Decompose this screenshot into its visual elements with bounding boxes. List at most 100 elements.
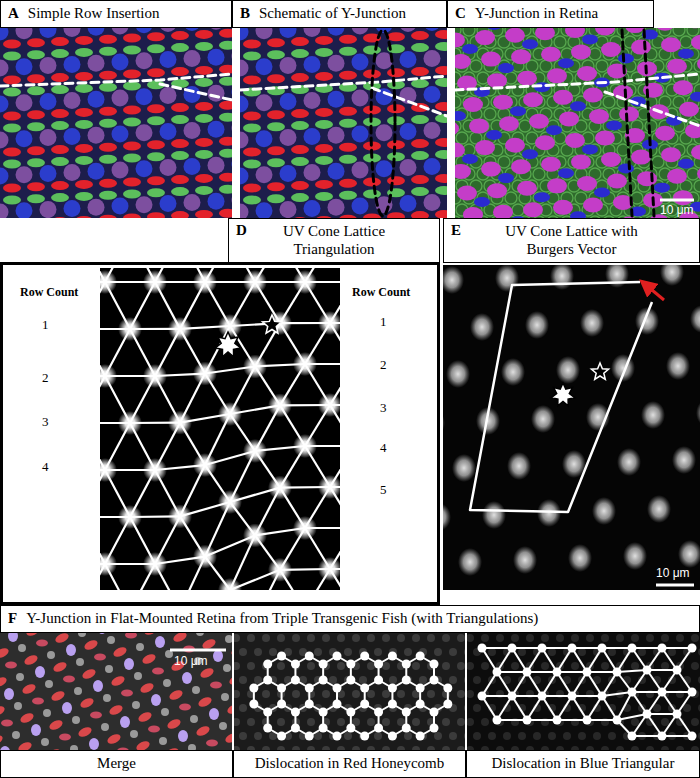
uv-blue-cone xyxy=(208,193,225,210)
green-cone xyxy=(411,43,429,52)
uv-cone xyxy=(517,181,537,196)
triangulation-edge xyxy=(305,527,340,529)
triangulation-edge xyxy=(280,323,305,364)
triangulation-vertex xyxy=(613,716,622,725)
triangulation-edge xyxy=(330,282,340,323)
uv-blue-cone xyxy=(280,93,297,110)
red-cone xyxy=(51,73,69,82)
triangulation-edge xyxy=(100,423,105,470)
uv-blue-cone xyxy=(208,85,225,102)
uv-cone-spot xyxy=(623,542,647,570)
triangulation-edge xyxy=(155,557,205,564)
honeycomb-vertex xyxy=(429,724,438,733)
cone-spot xyxy=(247,634,255,642)
triangulation-edge xyxy=(255,528,305,535)
cone-spot xyxy=(367,718,375,726)
blue-cone xyxy=(462,154,478,164)
uv-blue-cone xyxy=(376,124,393,141)
triangulation-edge xyxy=(305,446,330,487)
red-cone xyxy=(25,633,41,638)
triangulation-edge xyxy=(255,570,280,590)
triangulation-edge xyxy=(130,517,155,564)
red-cone xyxy=(147,104,165,113)
green-cone xyxy=(339,119,357,128)
blue-cone xyxy=(654,183,670,193)
triangulation-vertex xyxy=(523,716,532,725)
red-cone xyxy=(108,703,124,716)
cone-spot xyxy=(608,732,616,740)
honeycomb-vertex xyxy=(346,676,355,685)
uv-blue-cone xyxy=(160,159,177,176)
triangulation-edge xyxy=(330,405,340,446)
triangulation-edge xyxy=(105,329,130,376)
cone-spot xyxy=(277,662,285,670)
honeycomb-vertex xyxy=(443,684,452,693)
grey-cone xyxy=(18,644,26,652)
cone-spot xyxy=(608,648,616,656)
red-cone xyxy=(219,173,232,182)
uv-cone-spot xyxy=(647,495,671,523)
triangulation-vertex xyxy=(553,716,562,725)
red-cone xyxy=(121,690,133,697)
triangulation-edge xyxy=(180,516,205,556)
red-cone xyxy=(137,710,153,723)
uv-blue-cone xyxy=(280,57,297,74)
grey-cone xyxy=(225,635,232,643)
cone-spot xyxy=(442,634,450,642)
panel-header: FY-Junction in Flat-Mounted Retina from … xyxy=(0,605,700,633)
cone-spot xyxy=(427,690,435,698)
uv-cone-spot xyxy=(446,360,470,388)
panel-ground xyxy=(0,633,232,750)
triangulation-edge xyxy=(180,268,205,282)
blue-cone xyxy=(582,34,598,44)
red-cone xyxy=(83,638,99,651)
cone-spot xyxy=(488,732,496,740)
red-cone xyxy=(75,216,93,218)
uv-blue-cone xyxy=(256,130,273,147)
triangulation-edge xyxy=(205,366,255,373)
triangulation-edge xyxy=(100,376,105,423)
triangulation-edge xyxy=(205,374,230,414)
honeycomb-vertex xyxy=(346,660,355,669)
uv-cone xyxy=(469,119,489,134)
triangulation-edge xyxy=(155,376,180,423)
red-cone xyxy=(75,72,93,81)
row-guide xyxy=(160,84,232,100)
uv-blue-cone xyxy=(40,28,57,38)
panel-letter: C xyxy=(455,5,466,22)
uv-cone-spot xyxy=(482,501,506,529)
red-cone xyxy=(171,175,189,184)
panel-header: EUV Cone Lattice with Burgers Vector xyxy=(443,218,700,263)
cell-membrane xyxy=(470,60,482,72)
grey-cone xyxy=(105,665,113,673)
red-cone xyxy=(52,660,68,673)
cell-membrane xyxy=(463,28,475,36)
uv-blue-cone xyxy=(208,28,225,30)
honeycomb-vertex xyxy=(360,652,369,661)
honeycomb-vertex xyxy=(402,708,411,717)
red-cone xyxy=(147,140,165,149)
blue-cone xyxy=(678,159,694,169)
uv-cone xyxy=(463,97,483,112)
green-cone xyxy=(171,115,189,124)
cone-spot xyxy=(467,634,474,642)
triangulation-edge xyxy=(180,557,205,590)
cone-spot xyxy=(457,718,465,726)
uv-cone-spot xyxy=(678,540,700,568)
triangulation-edge xyxy=(617,670,647,672)
red-cone xyxy=(110,674,126,687)
green-cone xyxy=(363,46,381,55)
uv-cone xyxy=(661,37,681,52)
panel-a-image xyxy=(0,28,232,218)
cone-spot xyxy=(344,648,352,656)
uv-blue-cone xyxy=(16,94,33,111)
uv-blue-cone xyxy=(352,162,369,179)
uv-blue-cone xyxy=(208,157,225,174)
green-cone xyxy=(123,118,141,127)
grey-cone xyxy=(134,672,142,680)
honeycomb-vertex xyxy=(319,660,328,669)
red-cone xyxy=(224,731,232,744)
red-cone xyxy=(106,732,122,745)
cone-spot xyxy=(234,634,240,642)
red-cone xyxy=(315,72,333,81)
